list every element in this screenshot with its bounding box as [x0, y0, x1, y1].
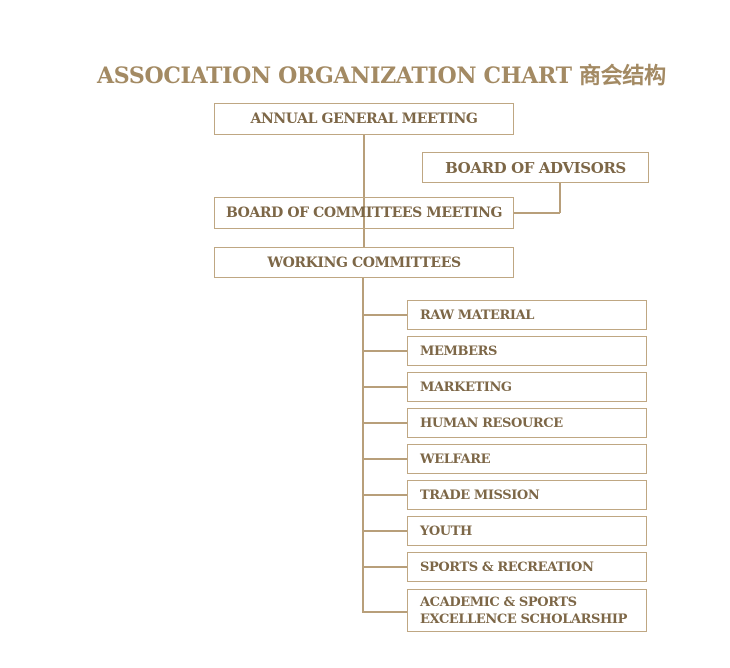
committee-label: ACADEMIC & SPORTS: [420, 594, 577, 610]
committee-label: SPORTS & RECREATION: [420, 559, 594, 575]
connector-line: [362, 422, 407, 424]
committee-label: HUMAN RESOURCE: [420, 415, 563, 431]
connector-line: [362, 611, 407, 613]
connector-line: [363, 135, 365, 247]
committee-box: TRADE MISSION: [407, 480, 647, 510]
committee-box: SPORTS & RECREATION: [407, 552, 647, 582]
connector-line: [362, 386, 407, 388]
box-annual-general-meeting: ANNUAL GENERAL MEETING: [214, 103, 514, 135]
box-board-of-advisors: BOARD OF ADVISORS: [422, 152, 649, 183]
committee-box: MARKETING: [407, 372, 647, 402]
connector-line: [362, 314, 407, 316]
committee-box: ACADEMIC & SPORTS EXCELLENCE SCHOLARSHIP: [407, 589, 647, 632]
box-working-committees: WORKING COMMITTEES: [214, 247, 514, 278]
connector-line: [362, 350, 407, 352]
committee-label: MARKETING: [420, 379, 512, 395]
committee-box: WELFARE: [407, 444, 647, 474]
connector-line: [559, 183, 561, 213]
box-board-of-committees-meeting: BOARD OF COMMITTEES MEETING: [214, 197, 514, 229]
connector-line: [514, 212, 560, 214]
connector-line: [362, 458, 407, 460]
committee-label: YOUTH: [420, 523, 472, 539]
committee-label: TRADE MISSION: [420, 487, 540, 503]
page-title: ASSOCIATION ORGANIZATION CHART 商会结构: [97, 63, 666, 89]
connector-line: [362, 530, 407, 532]
committee-box: MEMBERS: [407, 336, 647, 366]
committee-label: RAW MATERIAL: [420, 307, 535, 323]
committee-label: EXCELLENCE SCHOLARSHIP: [420, 611, 627, 627]
committee-label: MEMBERS: [420, 343, 497, 359]
connector-line: [362, 494, 407, 496]
committee-box: RAW MATERIAL: [407, 300, 647, 330]
connector-line: [362, 278, 364, 612]
committee-box: YOUTH: [407, 516, 647, 546]
committee-box: HUMAN RESOURCE: [407, 408, 647, 438]
connector-line: [362, 566, 407, 568]
committee-label: WELFARE: [420, 451, 491, 467]
